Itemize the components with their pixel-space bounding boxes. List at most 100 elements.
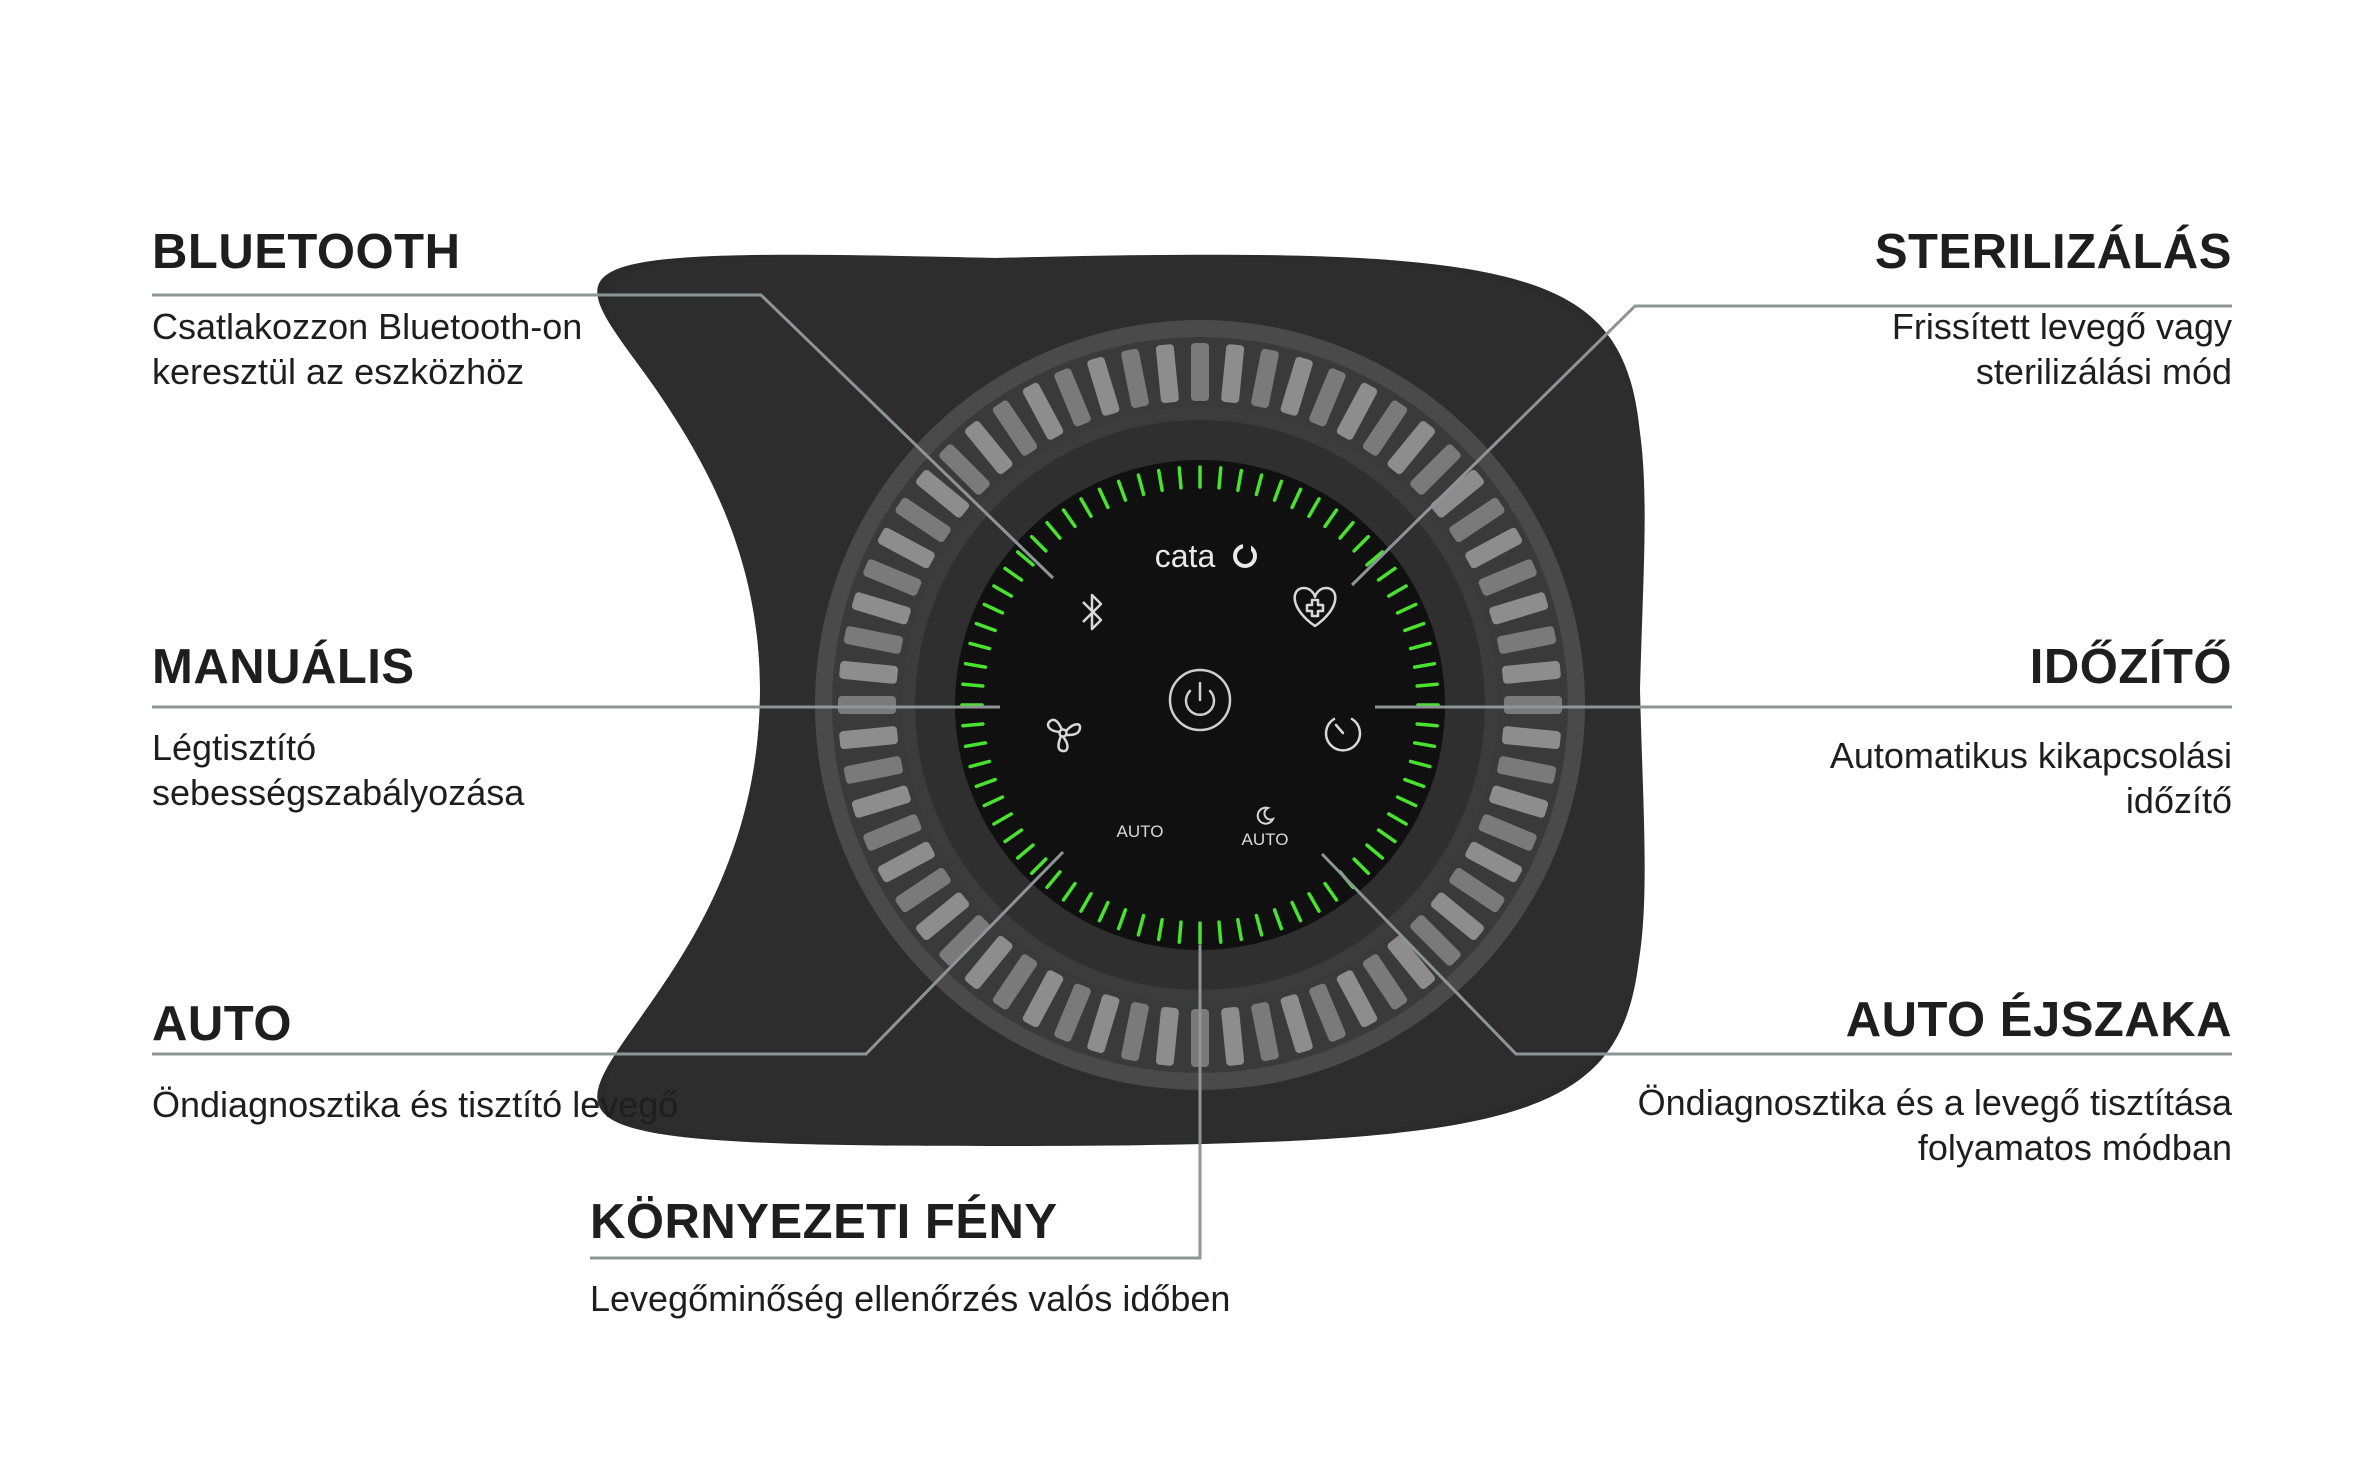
vent-slot [877, 841, 935, 883]
vent-slot [1465, 527, 1523, 569]
vent-slot [843, 756, 903, 784]
ambient-light-tick [1403, 777, 1426, 789]
vent-slot [1478, 559, 1537, 596]
moon-icon [1256, 806, 1276, 825]
heart-cross-icon[interactable] [1293, 586, 1337, 628]
vent-slot [1504, 696, 1562, 714]
vent-slot [1362, 400, 1408, 456]
ambient-light-tick [1097, 900, 1110, 923]
feature-title: IDŐZÍTŐ [2029, 640, 2232, 694]
vent-slot [1449, 867, 1505, 913]
vent-slot [1336, 382, 1378, 440]
bluetooth-icon[interactable] [1082, 593, 1103, 631]
ambient-light-tick [1061, 881, 1077, 902]
vent-slot [1087, 994, 1120, 1054]
vent-slot [1221, 1007, 1245, 1066]
ambient-light-tick [1307, 497, 1321, 518]
ambient-light-tick [1136, 473, 1146, 497]
vent-slot [992, 954, 1038, 1010]
vent-slot [965, 421, 1013, 475]
ambient-light-tick [1365, 550, 1385, 567]
ambient-light-tick [1415, 722, 1439, 728]
auto-button-label[interactable]: AUTO [1117, 822, 1164, 841]
vent-slot [877, 527, 935, 569]
ambient-light-tick [963, 741, 988, 749]
ambient-light-tick [1412, 661, 1437, 669]
timer-icon[interactable] [1324, 717, 1362, 752]
ambient-light-tick [1323, 508, 1339, 529]
feature-title: STERILIZÁLÁS [1874, 225, 2232, 279]
feature-sterilization: STERILIZÁLÁS Frissített levegő vagy ster… [1875, 222, 2232, 394]
vent-slot [1121, 348, 1149, 408]
ambient-light-tick [1254, 473, 1264, 497]
feature-auto-night: AUTO ÉJSZAKA Öndiagnosztika és a levegő … [1638, 990, 2232, 1170]
vent-slot [916, 470, 970, 518]
power-icon [1184, 681, 1216, 717]
ambient-light-tick [1003, 566, 1024, 582]
ambient-light-tick [1116, 479, 1128, 502]
vent-slot [1502, 660, 1561, 684]
ambient-callout-line [590, 945, 1202, 1260]
vent-slot [895, 867, 951, 913]
feature-auto: AUTO Öndiagnosztika és tisztító levegő [152, 994, 678, 1127]
vent-slot [1221, 344, 1245, 403]
vent-slot [838, 696, 896, 714]
brand-logo-mark [1233, 542, 1257, 568]
ambient-light-tick [1408, 759, 1432, 769]
ambient-light-tick [982, 602, 1005, 615]
feature-description: Öndiagnosztika és a levegő tisztítása fo… [1637, 1082, 2232, 1168]
ambient-light-tick [1156, 917, 1164, 942]
ambient-light-tick [1395, 602, 1418, 615]
ambient-light-tick [1177, 920, 1183, 944]
ambient-light-tick [1352, 857, 1371, 876]
feature-manual: MANUÁLIS Légtisztító sebességszabályozás… [152, 637, 524, 815]
ambient-light-tick [982, 795, 1005, 808]
feature-title: MANUÁLIS [152, 640, 415, 694]
vent-slot [1465, 841, 1523, 883]
vent-slot [916, 892, 970, 940]
ambient-light-tick [1323, 881, 1339, 902]
ambient-light-tick [1236, 917, 1244, 942]
power-button[interactable] [1168, 668, 1232, 732]
feature-description: Levegőminőség ellenőrzés valós időben [590, 1278, 1231, 1319]
ambient-light-tick [1272, 908, 1284, 931]
vent-slot [1191, 343, 1209, 401]
ambient-light-tick [1061, 508, 1077, 529]
vent-slot [851, 785, 911, 818]
night-auto-button-label[interactable]: AUTO [1242, 830, 1289, 849]
ambient-light-tick [968, 641, 992, 651]
ambient-light-tick [1003, 828, 1024, 844]
ambient-light-tick [1365, 843, 1385, 860]
fan-icon[interactable] [1046, 718, 1082, 753]
vent-slot [1121, 1002, 1149, 1062]
ambient-light-tick [1045, 520, 1062, 540]
ambient-light-ring [960, 465, 1440, 945]
feature-title: AUTO [152, 997, 292, 1051]
vent-slot [1449, 497, 1505, 543]
feature-description: Csatlakozzon Bluetooth-on keresztül az e… [152, 306, 583, 392]
feature-title: BLUETOOTH [152, 225, 461, 279]
ambient-light-tick [1156, 468, 1164, 493]
vent-slot [1410, 915, 1461, 966]
vent-slot [1022, 382, 1064, 440]
callout-lines [152, 293, 2232, 1260]
feature-description: Légtisztító sebességszabályozása [152, 727, 525, 813]
vent-slot [1336, 970, 1378, 1028]
ambient-light-tick [1097, 487, 1110, 510]
ambient-light-tick [1387, 584, 1408, 598]
ambient-light-tick [1254, 913, 1264, 937]
feature-title: AUTO ÉJSZAKA [1845, 993, 2232, 1047]
vent-slot [1309, 983, 1346, 1042]
vent-slot [1502, 726, 1561, 750]
vent-slot [1155, 1007, 1179, 1066]
vent-slot [839, 660, 898, 684]
vent-slot [965, 935, 1013, 989]
ambient-light-tick [1415, 682, 1439, 688]
ambient-light-tick [963, 661, 988, 669]
ambient-light-tick [1136, 913, 1146, 937]
ambient-light-tick [1272, 479, 1284, 502]
vent-slot [1087, 356, 1120, 416]
ambient-light-tick [1217, 466, 1223, 490]
ambient-light-tick [1079, 497, 1093, 518]
ambient-light-tick [1290, 487, 1303, 510]
